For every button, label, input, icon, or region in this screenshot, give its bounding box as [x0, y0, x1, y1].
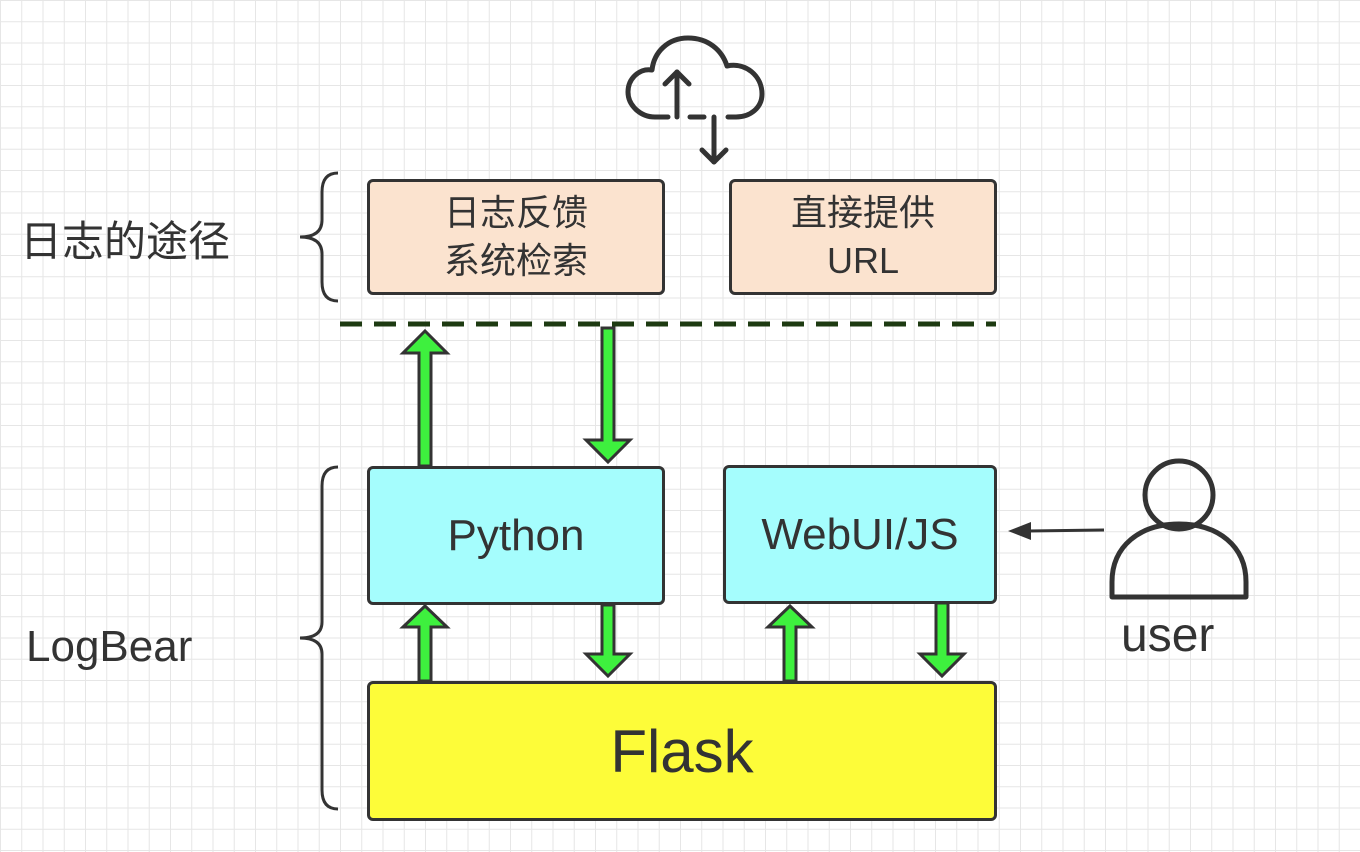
- brace-logbear: [299, 465, 339, 811]
- arrow-user-to-webui: [1008, 522, 1105, 540]
- user-label: user: [1121, 609, 1215, 662]
- direct-url-line2: URL: [826, 240, 900, 281]
- feedback-system-box: 日志反馈 系统检索: [367, 179, 665, 295]
- feedback-system-line2: 系统检索: [443, 240, 588, 281]
- python-label: Python: [447, 510, 585, 560]
- direct-url-line1: 直接提供: [790, 192, 935, 233]
- python-box: Python: [367, 466, 665, 605]
- user-icon: [1109, 458, 1249, 600]
- arrow-flask-up-to-webui: [764, 603, 816, 683]
- direct-url-box: 直接提供 URL: [729, 179, 997, 295]
- flask-label: Flask: [610, 717, 754, 785]
- flask-box: Flask: [367, 681, 997, 821]
- arrow-python-up-to-feedback: [399, 328, 451, 468]
- arrow-flask-up-to-python: [399, 603, 451, 683]
- webui-label: WebUI/JS: [761, 509, 959, 559]
- brace-log-path: [299, 171, 339, 303]
- logbear-label: LogBear: [26, 622, 193, 671]
- cloud-icon: [625, 35, 765, 165]
- arrow-webui-down-to-flask: [916, 601, 968, 679]
- feedback-system-line1: 日志反馈: [443, 192, 588, 233]
- arrow-python-down-to-flask: [582, 603, 634, 679]
- log-path-label: 日志的途径: [20, 218, 231, 265]
- arrow-feedback-down-to-python: [582, 326, 634, 465]
- webui-box: WebUI/JS: [723, 465, 997, 604]
